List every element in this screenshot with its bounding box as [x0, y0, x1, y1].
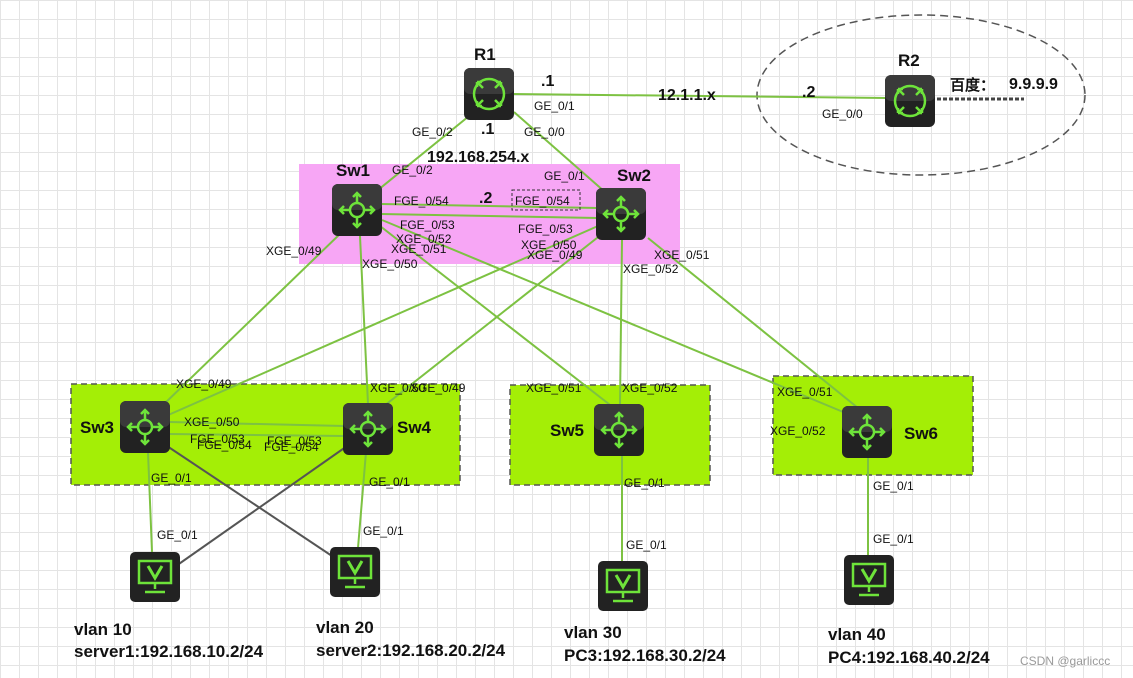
server1-address: server1:192.168.10.2/24: [74, 642, 264, 661]
internet-zone: [756, 14, 1086, 176]
baidu-ip: 9.9.9.9: [1009, 76, 1058, 93]
sw1-port-xge52: XGE_0/52: [396, 232, 452, 246]
sw2-label: Sw2: [617, 166, 651, 185]
wan-subnet: 12.1.1.x: [658, 87, 716, 104]
sw2-port-fge54: FGE_0/54: [515, 194, 570, 208]
link-r1-sw1: [377, 111, 475, 191]
link-r1-sw2: [513, 111, 606, 193]
sw6-port-xge51: XGE_0/51: [777, 385, 833, 399]
sw3-port-fge54: FGE_0/54: [197, 438, 252, 452]
sw2-port-xge51: XGE_0/51: [654, 248, 710, 262]
pc3-port-ge01: GE_0/1: [626, 538, 667, 552]
link-sw2-sw5: [619, 239, 623, 405]
link-sw2-sw3: [165, 225, 599, 417]
sw1-label: Sw1: [336, 161, 370, 180]
router-r2-icon[interactable]: [883, 73, 937, 129]
switch-sw1-icon[interactable]: [330, 182, 384, 238]
sw1-port-xge50: XGE_0/50: [362, 257, 418, 271]
switch-sw6-icon[interactable]: [840, 404, 894, 460]
link-sw1-sw6: [381, 219, 849, 415]
router-r1-icon[interactable]: [462, 66, 516, 122]
sw1-port-xge49: XGE_0/49: [266, 244, 322, 258]
pc-server1-icon[interactable]: [128, 550, 182, 604]
server1-vlan: vlan 10: [74, 620, 132, 639]
sw2-port-ge01: GE_0/1: [544, 169, 585, 183]
link-sw4-server1: [175, 443, 351, 567]
core-subnet: 192.168.254.x: [427, 149, 529, 166]
pc3-address: PC3:192.168.30.2/24: [564, 646, 726, 665]
sw4-port-fge53: FGE_0/53: [267, 434, 322, 448]
pc3-vlan: vlan 30: [564, 623, 622, 642]
sw3-label: Sw3: [80, 418, 114, 437]
link-sw3-sw4-fge53: [169, 433, 345, 437]
sw2-port-xge52: XGE_0/52: [623, 262, 679, 276]
pc4-vlan: vlan 40: [828, 625, 886, 644]
r2-label: R2: [898, 51, 920, 70]
sw3-port-xge50: XGE_0/50: [184, 415, 240, 429]
link-sw1-sw2-fge54: [379, 203, 599, 209]
link-sw2-sw6: [647, 237, 859, 409]
sw4-port-xge49: XGE_0/49: [410, 381, 466, 395]
server2-vlan: vlan 20: [316, 618, 374, 637]
sw2-port-xge50: XGE_0/50: [521, 238, 577, 252]
link-sw2-sw4: [383, 233, 603, 407]
sw5-port-ge01: GE_0/1: [624, 476, 665, 490]
switch-sw2-icon[interactable]: [594, 186, 648, 242]
pc-pc3-icon[interactable]: [596, 559, 650, 613]
watermark: CSDN @garliccc: [1020, 654, 1110, 668]
server1-port-ge01: GE_0/1: [157, 528, 198, 542]
r1-wan-dot: .1: [541, 73, 554, 90]
r2-port-ge00: GE_0/0: [822, 107, 863, 121]
r2-wan-dot: .2: [802, 84, 815, 101]
r1-port-ge00: GE_0/0: [524, 125, 565, 139]
link-sw3-sw4-xge50: [169, 421, 345, 427]
link-sw1-sw2-fge53: [379, 213, 599, 219]
sw5-port-xge51: XGE_0/51: [526, 381, 582, 395]
sw4-port-ge01: GE_0/1: [369, 475, 410, 489]
r1-label: R1: [474, 45, 496, 64]
sw1-port-fge53: FGE_0/53: [400, 218, 455, 232]
sw2-port-fge53: FGE_0/53: [518, 222, 573, 236]
link-sw1-sw3: [161, 231, 343, 407]
sw2-port-xge49: XGE_0/49: [527, 248, 583, 262]
switch-sw3-icon[interactable]: [118, 399, 172, 455]
sw6-port-ge01: GE_0/1: [873, 479, 914, 493]
link-sw3-server2: [163, 443, 339, 561]
pc4-port-ge01: GE_0/1: [873, 532, 914, 546]
link-sw4-server2: [357, 451, 367, 549]
sw6-label: Sw6: [904, 424, 938, 443]
sw1-port-ge02: GE_0/2: [392, 163, 433, 177]
sw4-port-fge54: FGE_0/54: [264, 440, 319, 454]
sw5-label: Sw5: [550, 421, 584, 440]
sw1-port-xge51: XGE_0/51: [391, 242, 447, 256]
r1-core-dot: .1: [481, 121, 494, 138]
link-r1-r2: [511, 93, 888, 99]
sw5-port-xge52: XGE_0/52: [622, 381, 678, 395]
r1-port-ge02: GE_0/2: [412, 125, 453, 139]
sw3-port-fge53: FGE_0/53: [190, 432, 245, 446]
link-sw3-server1: [147, 451, 153, 553]
sw3-port-ge01: GE_0/1: [151, 471, 192, 485]
sw1-port-fge54: FGE_0/54: [394, 194, 449, 208]
sw2-core-dot: .2: [479, 190, 492, 207]
sw4-port-xge50: XGE_0/50: [370, 381, 426, 395]
switch-sw4-icon[interactable]: [341, 401, 395, 457]
link-sw1-sw4: [359, 235, 369, 405]
server2-port-ge01: GE_0/1: [363, 524, 404, 538]
switch-sw5-icon[interactable]: [592, 402, 646, 458]
server2-address: server2:192.168.20.2/24: [316, 641, 506, 660]
sw2-fge54-box: [511, 189, 581, 211]
pc4-address: PC4:192.168.40.2/24: [828, 648, 990, 667]
pc-server2-icon[interactable]: [328, 545, 382, 599]
pc-pc4-icon[interactable]: [842, 553, 896, 607]
sw4-label: Sw4: [397, 418, 432, 437]
baidu-label: 百度：: [950, 76, 995, 94]
sw3-port-xge49: XGE_0/49: [176, 377, 232, 391]
r1-port-ge01: GE_0/1: [534, 99, 575, 113]
sw6-port-xge52: XGE_0/52: [770, 424, 826, 438]
